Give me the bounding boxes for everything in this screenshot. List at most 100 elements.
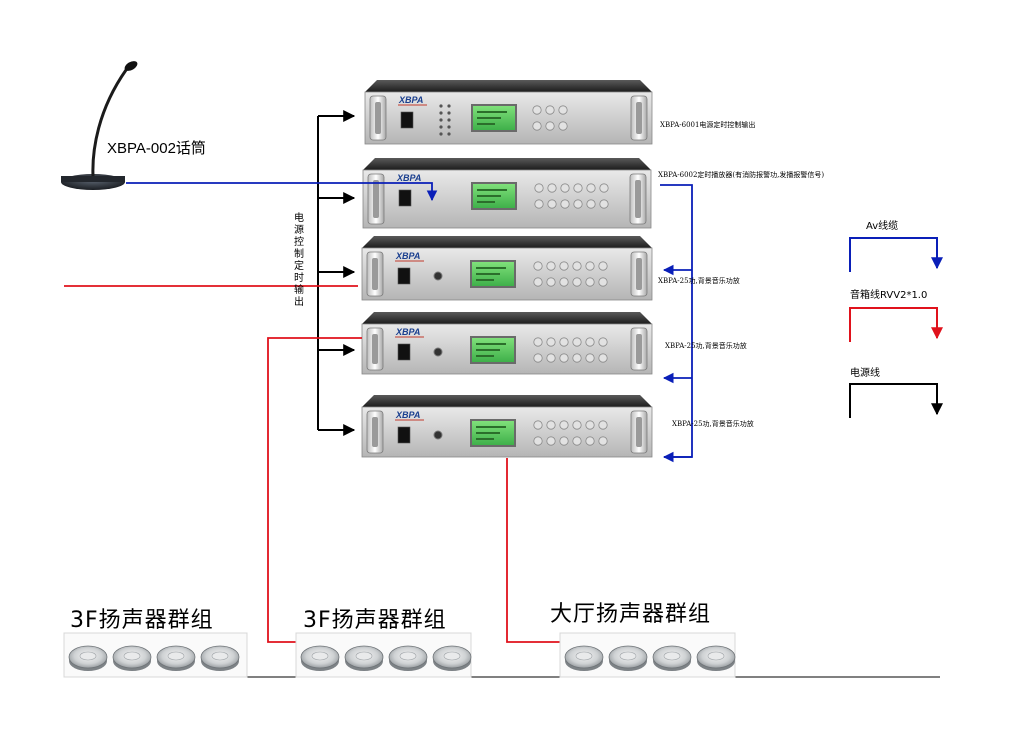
panel-button — [533, 277, 543, 287]
speaker-group-label-1: 3F扬声器群组 — [70, 608, 214, 633]
equipment-rack: XBPA XBPA XBPA XBPA XBPA — [361, 80, 653, 458]
legend — [849, 237, 943, 418]
rack-unit-1: XBPA — [364, 80, 653, 145]
panel-button — [533, 436, 543, 446]
panel-button — [546, 420, 556, 430]
panel-button — [559, 277, 569, 287]
unit-label-5: XBPA-25功,背景音乐功放 — [672, 420, 754, 428]
ceiling-speaker — [564, 645, 604, 671]
power-control-label: 电源控制定时输出 — [294, 213, 304, 308]
panel-button — [598, 277, 608, 287]
panel-button — [559, 337, 569, 347]
panel-button — [547, 183, 557, 193]
panel-button — [598, 353, 608, 363]
panel-button — [546, 436, 556, 446]
ceiling-speaker — [344, 645, 384, 671]
panel-button — [532, 105, 542, 115]
ceiling-speaker — [608, 645, 648, 671]
speaker-group-1 — [63, 632, 248, 678]
panel-button — [534, 199, 544, 209]
speaker-group-3 — [559, 632, 736, 678]
mic-av-line — [126, 182, 438, 202]
unit-label-2: XBPA-6002定时播放器(有消防报警功,发播报警信号) — [658, 171, 825, 179]
power-switch — [397, 426, 411, 444]
ceiling-speaker — [200, 645, 240, 671]
panel-button — [572, 261, 582, 271]
panel-button — [560, 199, 570, 209]
power-switch — [398, 189, 412, 207]
brand-logo: XBPA — [398, 95, 423, 105]
panel-button — [547, 199, 557, 209]
panel-button — [572, 436, 582, 446]
panel-button — [559, 261, 569, 271]
panel-button — [558, 105, 568, 115]
av-lines — [126, 182, 693, 463]
panel-button — [533, 420, 543, 430]
panel-button — [573, 183, 583, 193]
power-switch — [397, 267, 411, 285]
brand-logo: XBPA — [395, 251, 420, 261]
panel-button — [534, 183, 544, 193]
ceiling-speaker — [68, 645, 108, 671]
panel-button — [532, 121, 542, 131]
brand-logo: XBPA — [395, 410, 420, 420]
speaker-group-2 — [295, 632, 472, 678]
panel-button — [599, 183, 609, 193]
microphone-label: XBPA-002话筒 — [107, 140, 206, 157]
panel-button — [559, 420, 569, 430]
microphone — [61, 61, 138, 190]
panel-button — [585, 337, 595, 347]
ceiling-speaker — [652, 645, 692, 671]
panel-button — [585, 436, 595, 446]
rack-unit-2: XBPA — [362, 158, 652, 229]
panel-button — [598, 261, 608, 271]
panel-button — [546, 277, 556, 287]
panel-button — [572, 420, 582, 430]
panel-button — [573, 199, 583, 209]
rack-unit-4: XBPA — [361, 312, 653, 375]
legend-av-swatch — [849, 237, 943, 272]
speaker-group-label-3: 大厅扬声器群组 — [550, 602, 712, 627]
panel-button — [545, 121, 555, 131]
panel-button — [586, 199, 596, 209]
panel-button — [560, 183, 570, 193]
panel-button — [546, 261, 556, 271]
ceiling-speaker — [112, 645, 152, 671]
legend-av-label: Av线缆 — [866, 221, 899, 232]
panel-button — [559, 353, 569, 363]
ceiling-speaker — [300, 645, 340, 671]
panel-button — [572, 277, 582, 287]
power-switch — [397, 343, 411, 361]
ceiling-speaker — [696, 645, 736, 671]
unit-label-4: XBPA-25功,背景音乐功放 — [665, 342, 747, 350]
panel-button — [598, 436, 608, 446]
power-switch — [400, 111, 414, 129]
legend-power-swatch — [849, 383, 943, 418]
rack-unit-5: XBPA — [361, 395, 653, 458]
panel-button — [558, 121, 568, 131]
panel-button — [545, 105, 555, 115]
panel-button — [546, 337, 556, 347]
rack-unit-3: XBPA — [361, 236, 653, 301]
panel-button — [598, 337, 608, 347]
panel-button — [598, 420, 608, 430]
panel-button — [585, 277, 595, 287]
panel-button — [533, 337, 543, 347]
brand-logo: XBPA — [395, 327, 420, 337]
ceiling-speaker — [388, 645, 428, 671]
legend-speaker-swatch — [849, 307, 943, 342]
unit-label-3: XBPA-25功,背景音乐功放 — [658, 277, 740, 285]
panel-button — [533, 261, 543, 271]
panel-button — [599, 199, 609, 209]
unit-label-1: XBPA-6001电源定时控制输出 — [660, 121, 756, 129]
speaker-group-label-2: 3F扬声器群组 — [303, 608, 447, 633]
panel-button — [572, 337, 582, 347]
panel-button — [585, 420, 595, 430]
panel-button — [585, 353, 595, 363]
brand-logo: XBPA — [396, 173, 421, 183]
panel-button — [585, 261, 595, 271]
panel-button — [533, 353, 543, 363]
ceiling-speaker — [432, 645, 472, 671]
